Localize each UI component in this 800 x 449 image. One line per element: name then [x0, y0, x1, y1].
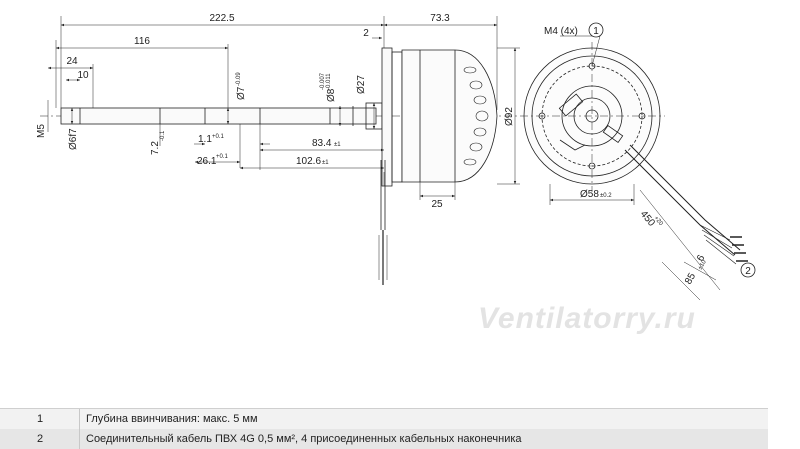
- dim-83-4: 83.4: [312, 138, 332, 149]
- dim-24: 24: [66, 56, 78, 67]
- technical-drawing: 222.5 73.3 116 24 10 2 M5 Ø6f7 7.2 -0.1 …: [36, 13, 756, 301]
- dim-83-4-tol: ±1: [334, 142, 341, 148]
- callout-1: 1: [593, 26, 599, 37]
- dim-7-2: 7.2: [150, 141, 161, 155]
- legend-row: 1 Глубина ввинчивания: макс. 5 мм: [0, 408, 768, 429]
- dim-26-1-tol: +0.1: [216, 154, 229, 160]
- dim-d27: Ø27: [356, 75, 367, 94]
- callout-2-circle: [740, 262, 756, 278]
- dim-d58-tol: ±0.2: [600, 193, 612, 199]
- dim-85-tol: ±10: [698, 259, 709, 271]
- dim-d8-tol-dn: -0.011: [326, 73, 332, 90]
- dim-7-2-tol: -0.1: [160, 130, 166, 141]
- callout-2: 2: [745, 266, 751, 277]
- dim-d92: Ø92: [504, 107, 515, 126]
- dim-1-1: 1.1: [198, 134, 212, 145]
- dim-26-1: 26.1: [197, 156, 217, 167]
- motor-body: [401, 49, 498, 183]
- mount-hole: [588, 62, 596, 70]
- dim-d7: Ø7: [236, 86, 247, 100]
- side-view: [40, 47, 520, 285]
- dim-d8-tol-up: -0.007: [320, 72, 326, 90]
- dim-102-6: 102.6: [296, 156, 321, 167]
- flange: [381, 47, 393, 187]
- legend-text: Глубина ввинчивания: макс. 5 мм: [86, 413, 258, 425]
- callouts: 1 2: [588, 22, 756, 278]
- mount-hole: [638, 112, 646, 120]
- dim-m5: M5: [36, 124, 47, 138]
- dim-m4: M4 (4x): [544, 26, 578, 37]
- shaft: [60, 107, 377, 125]
- side-dimension-lines: [47, 16, 520, 200]
- front-dimension-lines: [549, 35, 721, 301]
- legend-number: 1: [0, 409, 80, 429]
- mount-hole: [538, 112, 546, 120]
- dim-d58: Ø58: [580, 189, 599, 200]
- dim-222-5: 222.5: [209, 13, 234, 24]
- watermark: Ventilatorry.ru: [478, 302, 696, 335]
- front-view: [520, 42, 748, 265]
- dim-1-1-tol: +0.1: [212, 134, 225, 140]
- dim-d7-tol: -0.09: [236, 72, 242, 86]
- dim-2: 2: [363, 28, 369, 39]
- dim-116: 116: [134, 36, 150, 47]
- legend-row: 2 Соединительный кабель ПВХ 4G 0,5 мм², …: [0, 429, 768, 449]
- mount-hole: [588, 162, 596, 170]
- dim-73-3: 73.3: [430, 13, 450, 24]
- dim-d8: Ø8: [326, 88, 337, 102]
- dim-102-6-tol: ±1: [322, 160, 329, 166]
- dim-25: 25: [431, 199, 443, 210]
- dim-85: 85: [683, 271, 698, 287]
- dim-450-tol: +20: [652, 215, 664, 227]
- dim-d6f7: Ø6f7: [68, 128, 79, 150]
- legend-text: Соединительный кабель ПВХ 4G 0,5 мм², 4 …: [86, 433, 522, 445]
- dim-10: 10: [77, 70, 89, 81]
- legend-table: 1 Глубина ввинчивания: макс. 5 мм 2 Соед…: [0, 408, 768, 449]
- dim-6: 6: [695, 253, 708, 264]
- callout-1-circle: [588, 22, 604, 38]
- legend-number: 2: [0, 429, 80, 449]
